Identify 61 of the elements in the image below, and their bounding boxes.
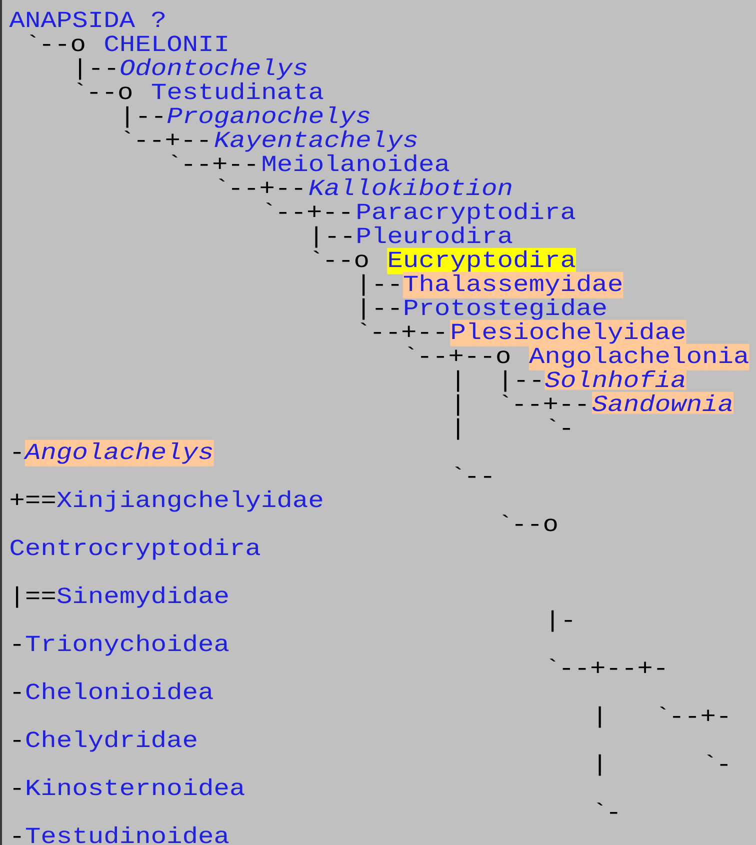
taxon-label: Testudinoidea [26, 826, 229, 844]
tree-branch: - [13, 692, 21, 694]
taxon-label: Proganochelys [167, 106, 370, 128]
taxon-label: Kinosternoidea [27, 778, 244, 796]
tree-branch: - [13, 788, 21, 790]
taxon-label: Kayentachelys [214, 130, 417, 152]
taxon-label: ANAPSIDA ? [9, 12, 165, 28]
tree-branch: | [598, 706, 601, 728]
highlighted-taxon: Angolachelys [24, 440, 214, 466]
tree-branch: `--o [30, 34, 84, 52]
highlighted-taxon: Plesiochelyidae [450, 320, 686, 346]
tree-branch: |-- [126, 106, 162, 128]
taxon-label: Pleurodira [358, 226, 512, 244]
tree-branch: - [13, 740, 21, 742]
tree-branch: `--+-- [124, 130, 208, 145]
tree-branch: - [13, 836, 21, 838]
taxon-label: Odontochelys [120, 58, 306, 80]
taxon-label: Trionychoidea [26, 634, 229, 656]
tree-branch: `--+--+- [550, 658, 664, 673]
tree-branch: | [457, 418, 460, 440]
taxon-label: Meiolanoidea [262, 154, 450, 172]
tree-branch: |== [16, 586, 55, 608]
tree-branch: |-- [79, 58, 116, 80]
tree-branch: `-- [455, 466, 492, 478]
tree-branch: | [598, 754, 601, 776]
taxon-label: Sinemydidae [57, 586, 228, 608]
highlighted-taxon: Sandownia [592, 392, 734, 414]
tree-branch: |-- [504, 370, 540, 392]
tree-branch: `--o [314, 250, 368, 268]
tree-branch: `--+-- [360, 322, 444, 337]
tree-branch: - [13, 644, 21, 646]
highlighted-taxon: Solnhofia [544, 368, 686, 390]
tree-branch: |- [552, 610, 572, 632]
taxon-label: Chelonioidea [26, 682, 213, 700]
tree-branch: `--+- [660, 706, 728, 721]
taxon-label: Testudinata [152, 82, 324, 100]
taxon-label: Paracryptodira [358, 202, 576, 224]
taxon-label: Chelydridae [26, 730, 196, 752]
tree-branch: |-- [315, 226, 352, 248]
taxon-label: Protostegidae [405, 298, 606, 320]
taxon-label: Xinjiangchelyidae [56, 490, 322, 512]
tree-branch: `--+-- [219, 178, 302, 193]
tree-branch: `- [597, 802, 618, 814]
tree-branch: | [457, 394, 460, 416]
taxon-label: Kallokibotion [309, 178, 512, 196]
tree-branch: `--+--o [408, 346, 510, 364]
tree-branch: |-- [362, 298, 399, 320]
tree-branch: `--+-- [266, 202, 350, 217]
tree-branch: `- [550, 418, 570, 430]
tree-branch: `--o [77, 82, 132, 100]
taxon-label: CHELONII [105, 36, 227, 52]
tree-branch: `--o [502, 514, 557, 532]
tree-branch: |-- [362, 274, 399, 296]
taxon-label: Centrocryptodira [10, 538, 260, 560]
tree-branch: `--+-- [172, 154, 255, 169]
highlighted-taxon: Thalassemyidae [402, 272, 624, 298]
tree-branch: `--+-- [502, 394, 586, 409]
tree-branch: | [457, 370, 460, 392]
tree-branch: `- [707, 754, 728, 766]
highlighted-taxon: Angolachelonia [528, 344, 750, 370]
tree-branch: +== [10, 494, 55, 505]
